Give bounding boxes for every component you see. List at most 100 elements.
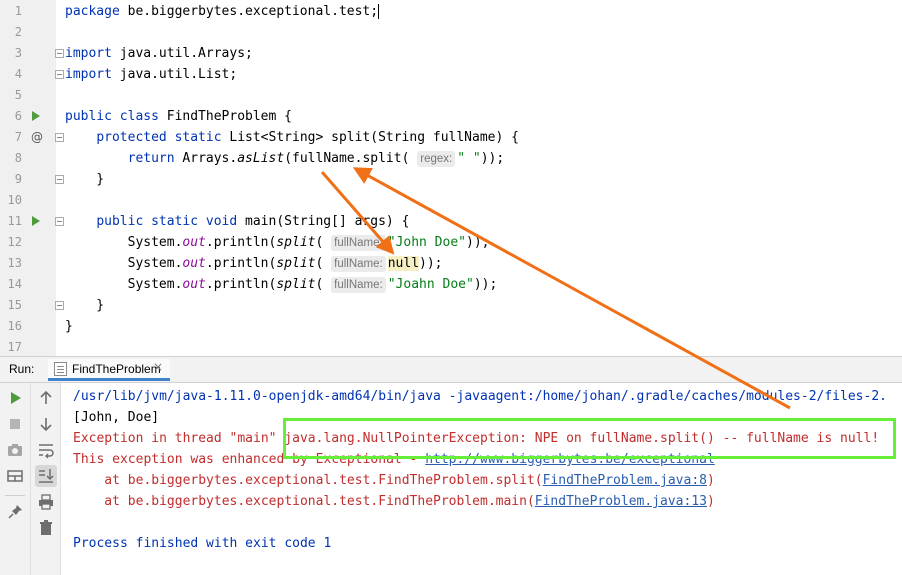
arrow-down-icon (40, 418, 52, 432)
console-text: ) (706, 494, 715, 509)
code-line[interactable]: protected static List<String> split(Stri… (65, 127, 519, 148)
gutter-line: 8 (0, 148, 56, 169)
console-line: Process finished with exit code 1 (73, 533, 331, 554)
pin-tab-button[interactable] (4, 501, 26, 523)
code-line[interactable]: System.out.println(split( fullName:null)… (65, 253, 443, 274)
code-token: Arrays. (174, 151, 238, 166)
code-line[interactable]: public static void main(String[] args) { (65, 211, 409, 232)
gutter-line: 9 (0, 169, 64, 190)
console-line: /usr/lib/jvm/java-1.11.0-openjdk-amd64/b… (73, 386, 887, 407)
line-number: 4 (14, 67, 22, 81)
tab-find-the-problem[interactable]: FindTheProblem × (48, 359, 170, 381)
rerun-button[interactable] (4, 387, 26, 409)
dump-threads-button[interactable] (4, 439, 26, 461)
line-number: 13 (7, 256, 22, 270)
trash-icon (40, 520, 52, 535)
line-number: 8 (14, 151, 22, 165)
code-token: out (182, 277, 206, 292)
gutter-line: 2 (0, 22, 56, 43)
code-token: )); (480, 151, 505, 166)
wrap-icon (39, 444, 54, 459)
code-token: .println( (205, 235, 277, 250)
code-token: " " (457, 151, 481, 166)
fold-icon[interactable] (55, 301, 64, 310)
code-token: import (65, 67, 112, 82)
gutter-line: 1 (0, 1, 56, 22)
print-icon (39, 494, 53, 510)
up-stack-button[interactable] (35, 387, 57, 409)
code-token: main(String[] args) { (237, 214, 410, 229)
console-text: Exception in thread "main" java.lang.Nul… (73, 431, 880, 446)
console-line: at be.biggerbytes.exceptional.test.FindT… (73, 491, 715, 512)
code-token: System. (65, 277, 183, 292)
code-token: out (182, 235, 206, 250)
toolbar-separator (5, 495, 25, 496)
code-token: asList (237, 151, 285, 166)
code-line[interactable]: public class FindTheProblem { (65, 106, 292, 127)
code-token: List<String> split(String fullName) { (221, 130, 519, 145)
code-line[interactable]: package be.biggerbytes.exceptional.test; (65, 1, 380, 22)
fold-icon[interactable] (55, 217, 64, 226)
gutter-line: 10 (0, 190, 56, 211)
code-token: ( (315, 277, 332, 292)
fold-icon[interactable] (55, 133, 64, 142)
console-line: [John, Doe] (73, 407, 159, 428)
code-token: package (65, 4, 120, 19)
console-text: [John, Doe] (73, 410, 160, 425)
parameter-hint: regex: (417, 151, 456, 167)
fold-icon[interactable] (55, 49, 64, 58)
line-number: 10 (7, 193, 22, 207)
close-icon[interactable]: × (153, 360, 164, 374)
console-text: /usr/lib/jvm/java-1.11.0-openjdk-amd64/b… (73, 389, 887, 404)
code-token: out (182, 256, 206, 271)
console-output[interactable]: /usr/lib/jvm/java-1.11.0-openjdk-amd64/b… (62, 383, 902, 575)
code-token: split (276, 256, 316, 271)
gutter-line: 11 (0, 211, 64, 232)
camera-icon (8, 444, 22, 456)
run-toolbar-secondary (31, 383, 61, 575)
scroll-to-end-button[interactable] (35, 465, 57, 487)
console-text: at be.biggerbytes.exceptional.test.FindT… (73, 473, 543, 488)
annotation-highlight-box (283, 418, 896, 459)
print-button[interactable] (35, 491, 57, 513)
code-line[interactable]: import java.util.List; (65, 64, 237, 85)
console-link[interactable]: FindTheProblem.java:13 (534, 494, 707, 509)
console-text: at be.biggerbytes.exceptional.test.FindT… (73, 494, 535, 509)
line-number: 3 (14, 46, 22, 60)
code-line[interactable]: } (65, 316, 73, 337)
down-stack-button[interactable] (35, 413, 57, 435)
settings-button[interactable] (4, 465, 26, 487)
parameter-hint: fullName: (331, 235, 386, 251)
fold-icon[interactable] (55, 175, 64, 184)
gutter-line: 5 (0, 85, 56, 106)
fold-icon[interactable] (55, 70, 64, 79)
console-link[interactable]: FindTheProblem.java:8 (542, 473, 707, 488)
code-line[interactable]: System.out.println(split( fullName:"John… (65, 232, 489, 253)
gutter-line: 4 (0, 64, 64, 85)
soft-wrap-button[interactable] (35, 439, 57, 461)
clear-all-button[interactable] (35, 517, 57, 539)
run-gutter-icon[interactable] (32, 216, 40, 226)
run-gutter-icon[interactable] (32, 111, 40, 121)
code-token: FindTheProblem { (158, 109, 292, 124)
console-text: This exception was enhanced by Exception… (73, 452, 426, 467)
code-token: )); (466, 235, 490, 250)
code-line[interactable]: } (65, 169, 104, 190)
line-number: 7 (14, 130, 22, 144)
line-number: 12 (7, 235, 22, 249)
code-token: .println( (205, 256, 277, 271)
annotation-gutter-icon[interactable]: @ (31, 130, 43, 144)
parameter-hint: fullName: (331, 256, 386, 272)
code-line[interactable]: return Arrays.asList(fullName.split( reg… (65, 148, 504, 169)
code-line[interactable]: } (65, 295, 104, 316)
run-label: Run: (9, 362, 35, 376)
gutter-line: 17 (0, 337, 56, 356)
console-link[interactable]: http://www.biggerbytes.be/exceptional (425, 452, 715, 467)
play-icon (11, 392, 21, 404)
code-line[interactable]: import java.util.Arrays; (65, 43, 253, 64)
stop-button[interactable] (4, 413, 26, 435)
code-token: "John Doe" (387, 235, 466, 250)
code-line[interactable]: System.out.println(split( fullName:"Joah… (65, 274, 497, 295)
